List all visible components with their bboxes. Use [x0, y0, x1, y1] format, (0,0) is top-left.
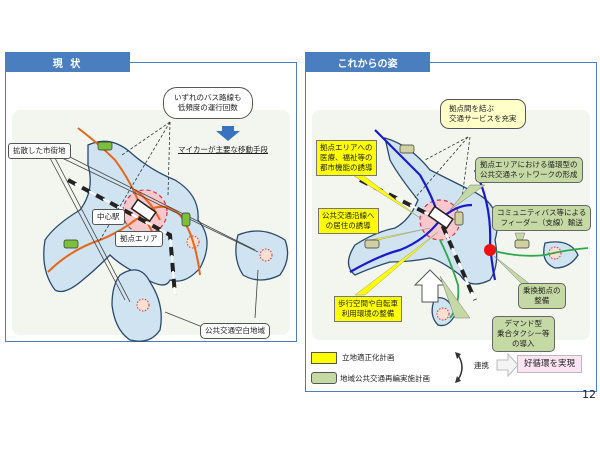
car-main-mode-label: マイカーが主要な移動手段: [178, 145, 268, 154]
legend-green-swatch: [311, 372, 337, 384]
hub-area-label: 拠点エリア: [115, 231, 163, 247]
guide-urban-functions-callout: 拠点エリアへの 医療、福祉等の 都市機能の誘導: [316, 140, 377, 176]
virtuous-cycle-box: 好循環を実現: [517, 355, 583, 373]
walking-cycling-callout: 歩行空間や自転車 利用環境の整備: [334, 296, 402, 322]
transfer-hub-callout: 乗換拠点の 整備: [518, 283, 566, 309]
current-state-title: 現 状: [5, 52, 130, 72]
link-label: 連携: [474, 361, 489, 370]
current-state-map-drawing: [43, 121, 289, 342]
future-vision-title: これからの姿: [305, 52, 430, 72]
residence-guidance-callout: 公共交通沿線へ の居住の誘導: [318, 208, 379, 234]
legend-transit-plan-label: 地域公共交通再編実施計画: [340, 374, 430, 383]
page-number: 12: [582, 388, 596, 401]
central-station-label: 中心駅: [92, 209, 125, 225]
legend-yellow-swatch: [311, 352, 337, 364]
transit-gap-label: 公共交通空白地域: [200, 323, 270, 339]
demand-taxi-callout: デマンド型 乗合タクシー等 の導入: [492, 316, 555, 352]
sprawl-label: 拡散した市街地: [8, 143, 71, 159]
low-frequency-bubble: いずれのバス路線も 低頻度の運行回数: [163, 87, 253, 119]
legend-location-plan-label: 立地適正化計画: [342, 353, 395, 362]
connect-hubs-bubble: 拠点間を結ぶ 交通サービスを充実: [440, 99, 526, 129]
feeder-transport-callout: コミュニティバス等による フィーダー（支線）輸送: [492, 205, 592, 231]
bus-icon: [97, 141, 113, 151]
loop-network-callout: 拠点エリアにおける循環型の 公共交通ネットワークの形成: [475, 157, 583, 183]
